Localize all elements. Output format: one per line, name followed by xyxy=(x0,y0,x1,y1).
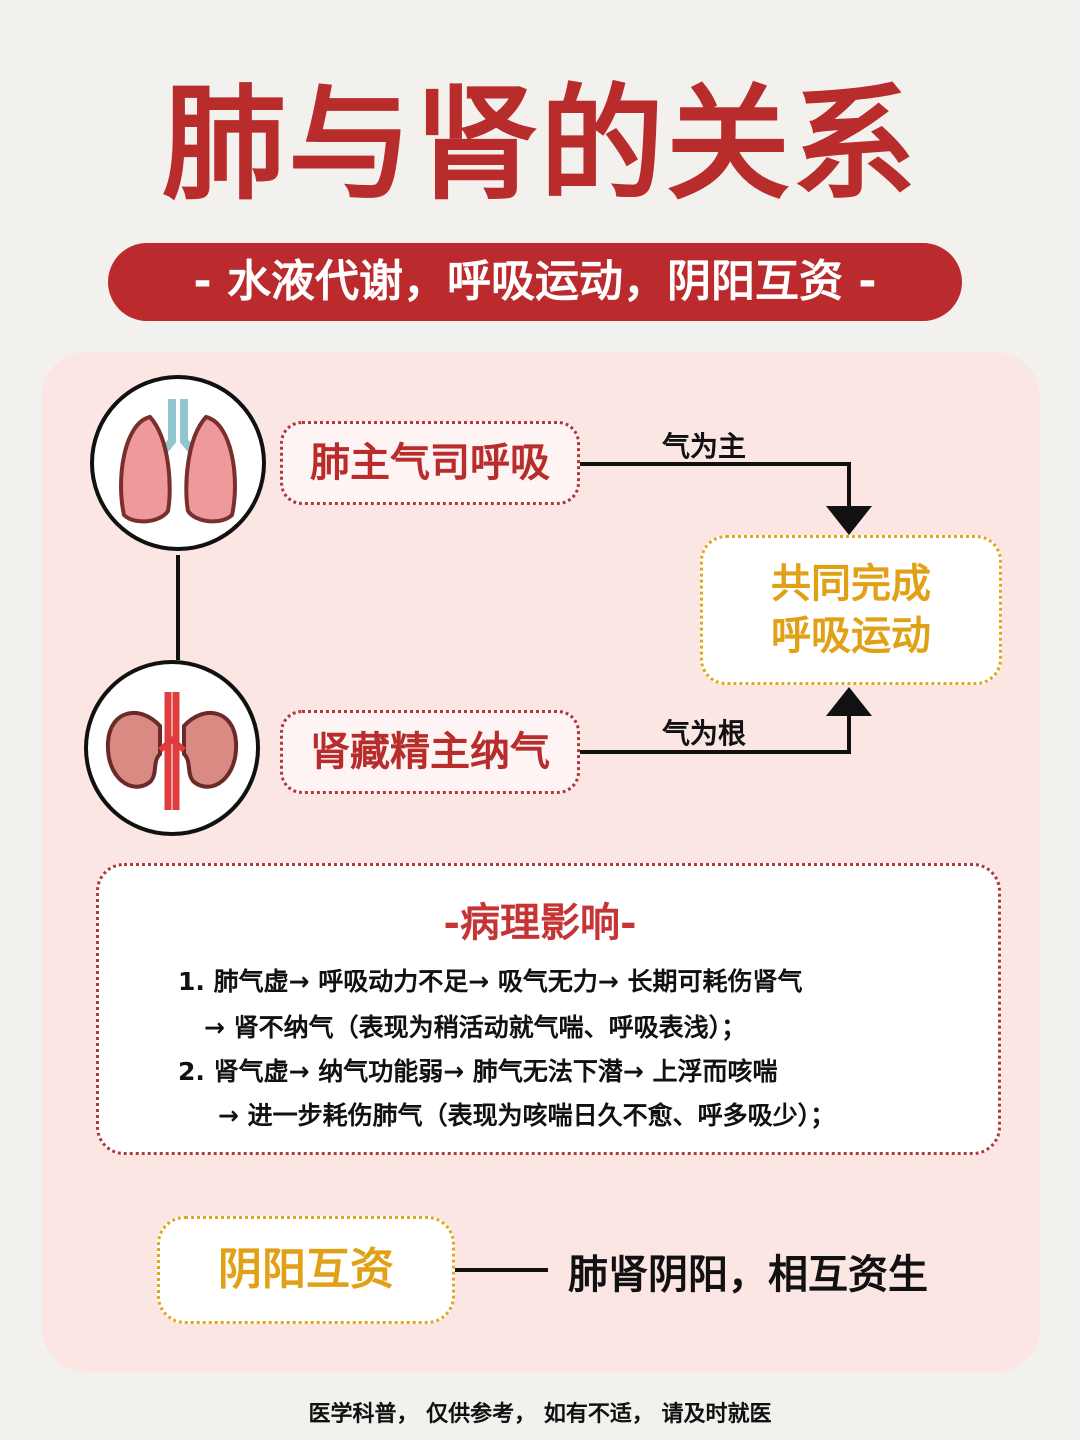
kidneys-icon xyxy=(84,660,260,836)
result-line-1: 共同完成 xyxy=(771,561,931,607)
pathology-box xyxy=(96,863,1001,1155)
subtitle-banner: - 水液代谢，呼吸运动，阴阳互资 - xyxy=(108,243,962,321)
lung-arrow-head xyxy=(826,506,872,535)
lung-arrow-line xyxy=(580,462,851,512)
footer-disclaimer: 医学科普， 仅供参考， 如有不适， 请及时就医 xyxy=(308,1402,772,1427)
pathology-line-2: → 肾不纳气（表现为稍活动就气喘、呼吸表浅）； xyxy=(204,1013,747,1042)
lung-function-label: 肺主气司呼吸 xyxy=(280,421,580,505)
lungs-icon xyxy=(90,375,266,551)
kidney-function-label: 肾藏精主纳气 xyxy=(280,710,580,794)
kidney-arrow-head xyxy=(826,687,872,716)
kidney-arrow-line xyxy=(580,710,851,754)
page-title: 肺与肾的关系 xyxy=(161,72,918,217)
result-line-2: 呼吸运动 xyxy=(771,613,931,659)
pathology-title: -病理影响- xyxy=(443,899,637,946)
pathology-line-1: 1. 肺气虚→ 呼吸动力不足→ 吸气无力→ 长期可耗伤肾气 xyxy=(178,967,803,996)
result-box: 共同完成 呼吸运动 xyxy=(700,535,1002,685)
pathology-line-3: 2. 肾气虚→ 纳气功能弱→ 肺气无法下潜→ 上浮而咳喘 xyxy=(178,1057,778,1086)
kidney-arrow-label: 气为根 xyxy=(662,717,747,750)
lung-arrow-label: 气为主 xyxy=(662,430,747,463)
pathology-line-4: → 进一步耗伤肺气（表现为咳喘日久不愈、呼多吸少）； xyxy=(218,1101,836,1130)
yinyang-description: 肺肾阴阳，相互资生 xyxy=(568,1252,928,1298)
yinyang-box: 阴阳互资 xyxy=(157,1216,455,1324)
